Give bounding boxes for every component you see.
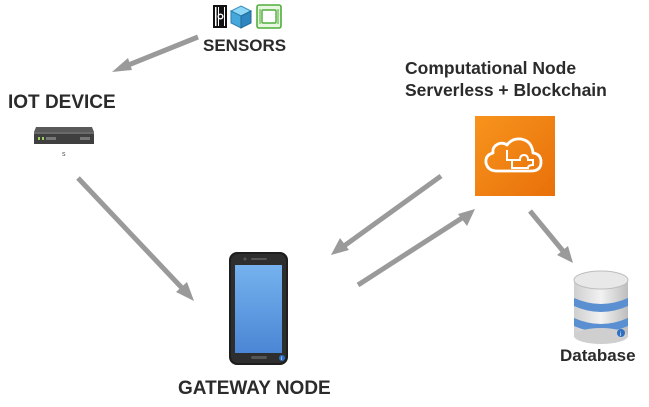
- arrow-computational-to-gateway: [331, 173, 443, 255]
- gateway-node-label: GATEWAY NODE: [178, 378, 331, 399]
- svg-text:s: s: [62, 151, 66, 158]
- database-cylinder-icon: i: [573, 270, 629, 344]
- database-label: Database: [560, 346, 636, 365]
- cloud-puzzle-icon: [475, 116, 555, 196]
- arrow-computational-to-database: [528, 209, 573, 263]
- sensors-label: SENSORS: [203, 36, 287, 55]
- server-box-icon: s: [34, 127, 94, 158]
- computational-node-label: Computational Node: [405, 58, 577, 78]
- svg-text:i: i: [281, 356, 282, 362]
- barcode-sensor-icon: [213, 5, 227, 28]
- svg-text:i: i: [620, 332, 621, 338]
- iot-device-label: IOT DEVICE: [8, 92, 116, 113]
- smartphone-icon: i: [229, 252, 288, 365]
- arrow-iot-to-gateway: [76, 176, 194, 301]
- arrow-sensors-to-iot: [112, 34, 199, 72]
- cube-sensor-icon: [229, 5, 253, 29]
- arrow-gateway-to-computational: [356, 209, 475, 288]
- serverless-blockchain-label: Serverless + Blockchain: [405, 80, 607, 100]
- chip-sensor-icon: [256, 4, 282, 29]
